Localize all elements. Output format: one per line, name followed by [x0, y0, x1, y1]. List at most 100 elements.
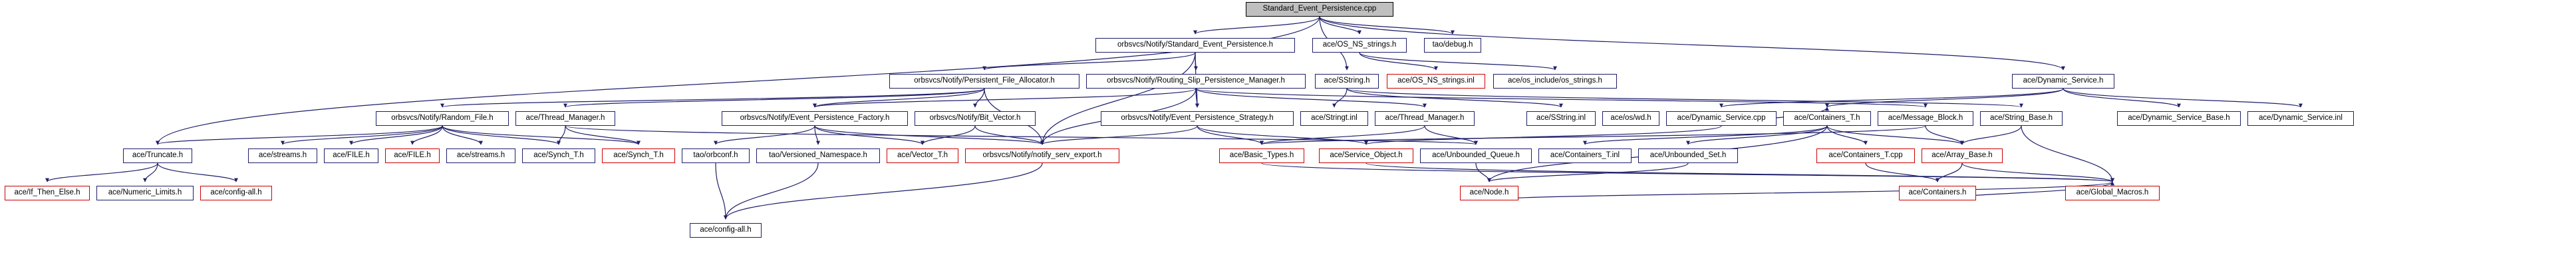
graph-node-label: ace/FILE.h: [394, 151, 431, 160]
graph-node-label: ace/streams.h: [456, 151, 505, 160]
graph-edge: [1195, 88, 1928, 108]
graph-node[interactable]: ace/Unbounded_Queue.h: [1420, 148, 1532, 163]
graph-node-label: ace/Stringt.inl: [1311, 114, 1358, 123]
graph-node[interactable]: ace/Dynamic_Service_Base.h: [2117, 111, 2241, 126]
graph-node[interactable]: ace/Thread_Manager.h: [1375, 111, 1475, 126]
graph-node[interactable]: orbsvcs/Notify/Event_Persistence_Factory…: [722, 111, 908, 126]
graph-edge: [1359, 52, 1438, 71]
graph-edge: [563, 88, 985, 108]
graph-node[interactable]: ace/os_include/os_strings.h: [1493, 74, 1617, 89]
graph-edge: [714, 125, 815, 145]
graph-node[interactable]: orbsvcs/Notify/Random_File.h: [376, 111, 509, 126]
graph-edge: [45, 162, 158, 182]
graph-node[interactable]: ace/streams.h: [248, 148, 317, 163]
graph-edge: [1935, 162, 1963, 182]
graph-edge: [281, 125, 443, 145]
graph-node-label: ace/os/wd.h: [1610, 114, 1651, 123]
graph-edge: [1332, 88, 1348, 108]
graph-edge: [1193, 52, 1198, 71]
graph-node[interactable]: ace/Dynamic_Service.cpp: [1666, 111, 1777, 126]
graph-node[interactable]: ace/Containers.h: [1899, 186, 1976, 200]
graph-node-label: ace/config-all.h: [700, 226, 752, 234]
graph-node-label: ace/Dynamic_Service_Base.h: [2128, 114, 2230, 123]
graph-edge: [921, 125, 976, 145]
graph-node[interactable]: ace/Containers_T.cpp: [1816, 148, 1915, 163]
graph-node-label: orbsvcs/Notify/Event_Persistence_Factory…: [740, 114, 890, 123]
graph-edge: [410, 125, 443, 145]
graph-edge: [1489, 181, 2114, 201]
graph-node[interactable]: ace/streams.h: [446, 148, 515, 163]
graph-node[interactable]: ace/Numeric_Limits.h: [96, 186, 194, 200]
graph-edge: [1040, 125, 1198, 145]
graph-node[interactable]: ace/Global_Macros.h: [2065, 186, 2160, 200]
graph-node-root[interactable]: Standard_Event_Persistence.cpp: [1246, 2, 1393, 17]
graph-node-label: ace/OS_NS_strings.h: [1322, 41, 1397, 49]
graph-node[interactable]: ace/SString.inl: [1526, 111, 1596, 126]
graph-edge: [1925, 125, 1964, 145]
graph-edge: [974, 125, 1044, 145]
graph-node[interactable]: ace/Vector_T.h: [887, 148, 958, 163]
graph-node[interactable]: ace/OS_NS_strings.inl: [1387, 74, 1485, 89]
graph-node[interactable]: orbsvcs/Notify/notify_serv_export.h: [965, 148, 1119, 163]
graph-node[interactable]: ace/FILE.h: [385, 148, 440, 163]
graph-node[interactable]: ace/os/wd.h: [1602, 111, 1659, 126]
graph-node[interactable]: orbsvcs/Notify/Persistent_File_Allocator…: [889, 74, 1079, 89]
graph-node[interactable]: ace/Thread_Manager.h: [515, 111, 615, 126]
graph-edge: [724, 162, 819, 220]
graph-edge: [442, 125, 483, 145]
graph-node[interactable]: ace/If_Then_Else.h: [5, 186, 90, 200]
graph-node[interactable]: tao/Versioned_Namespace.h: [756, 148, 880, 163]
graph-node[interactable]: ace/Basic_Types.h: [1219, 148, 1304, 163]
graph-node[interactable]: ace/Dynamic_Service.h: [2012, 74, 2114, 89]
graph-edge: [1195, 88, 1427, 108]
graph-node[interactable]: ace/Synch_T.h: [602, 148, 675, 163]
graph-node[interactable]: ace/config-all.h: [200, 186, 272, 200]
graph-node[interactable]: ace/Message_Block.h: [1878, 111, 1973, 126]
graph-node[interactable]: tao/debug.h: [1424, 38, 1481, 53]
graph-node[interactable]: ace/FILE.h: [324, 148, 378, 163]
graph-node[interactable]: ace/Containers_T.h: [1783, 111, 1871, 126]
graph-node-label: ace/Global_Macros.h: [2076, 188, 2149, 197]
graph-edge: [557, 125, 566, 145]
graph-edge: [1261, 162, 2114, 182]
graph-edge: [1475, 162, 1491, 182]
graph-node-label: ace/Basic_Types.h: [1229, 151, 1294, 160]
graph-node[interactable]: ace/Service_Object.h: [1319, 148, 1413, 163]
graph-node-label: Standard_Event_Persistence.cpp: [1262, 5, 1377, 13]
graph-node-label: ace/String_Base.h: [1990, 114, 2053, 123]
graph-node[interactable]: orbsvcs/Notify/Bit_Vector.h: [915, 111, 1036, 126]
graph-node[interactable]: orbsvcs/Notify/Standard_Event_Persistenc…: [1095, 38, 1295, 53]
graph-edge: [1719, 88, 2064, 108]
graph-edge: [442, 125, 561, 145]
graph-node[interactable]: ace/Synch_T.h: [522, 148, 595, 163]
graph-node[interactable]: ace/SString.h: [1315, 74, 1379, 89]
graph-edge: [1197, 125, 1264, 145]
graph-edge: [814, 125, 820, 145]
graph-node[interactable]: ace/String_Base.h: [1980, 111, 2063, 126]
graph-node[interactable]: ace/Array_Base.h: [1922, 148, 2003, 163]
graph-node[interactable]: orbsvcs/Notify/Event_Persistence_Strateg…: [1101, 111, 1294, 126]
graph-node[interactable]: tao/orbconf.h: [682, 148, 750, 163]
graph-edge: [1686, 125, 1828, 145]
graph-node[interactable]: ace/Stringt.inl: [1300, 111, 1368, 126]
graph-node[interactable]: orbsvcs/Notify/Routing_Slip_Persistence_…: [1086, 74, 1306, 89]
graph-node[interactable]: ace/Node.h: [1460, 186, 1518, 200]
graph-edge: [982, 52, 1196, 71]
graph-node-label: ace/Array_Base.h: [1932, 151, 1993, 160]
graph-node-label: ace/Message_Block.h: [1888, 114, 1963, 123]
graph-node[interactable]: ace/OS_NS_strings.h: [1312, 38, 1407, 53]
graph-node[interactable]: ace/config-all.h: [690, 223, 762, 238]
graph-node-label: orbsvcs/Notify/Routing_Slip_Persistence_…: [1107, 77, 1285, 85]
graph-edge: [565, 125, 641, 145]
graph-node[interactable]: ace/Dynamic_Service.inl: [2247, 111, 2354, 126]
graph-node[interactable]: ace/Unbounded_Set.h: [1638, 148, 1738, 163]
graph-node-label: ace/streams.h: [258, 151, 307, 160]
graph-edge: [2021, 125, 2114, 182]
graph-node-label: ace/Service_Object.h: [1330, 151, 1403, 160]
graph-node-label: orbsvcs/Notify/Persistent_File_Allocator…: [914, 77, 1055, 85]
graph-edge: [1319, 16, 1455, 35]
graph-node-label: tao/orbconf.h: [693, 151, 738, 160]
graph-node-label: ace/config-all.h: [210, 188, 262, 197]
graph-node[interactable]: ace/Containers_T.inl: [1538, 148, 1632, 163]
graph-node[interactable]: ace/Truncate.h: [123, 148, 192, 163]
